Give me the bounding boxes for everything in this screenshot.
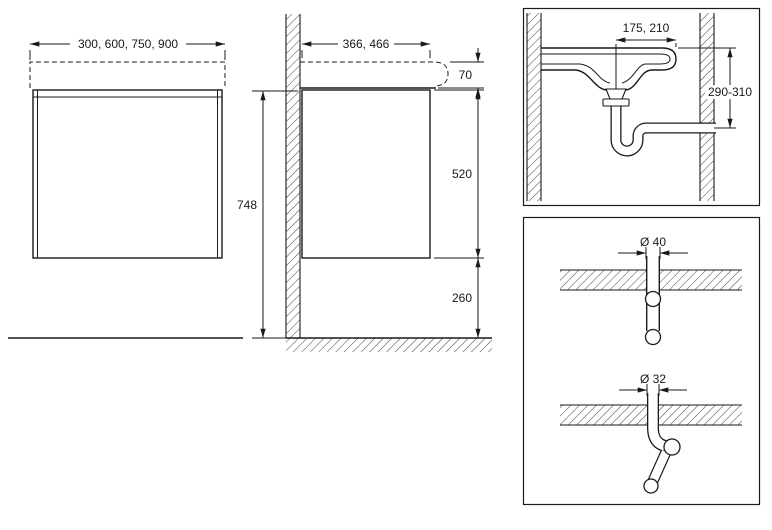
angled-outlet-segment-fill: [649, 450, 670, 483]
cabinet-height-label: 520: [452, 167, 472, 181]
outlet-height-label: 290-310: [708, 85, 752, 99]
angled-pipe-diameter-label: Ø 32: [640, 372, 666, 386]
washbasin-profile: [541, 47, 677, 91]
angled-drain-pipe-fill: [648, 393, 667, 451]
washbasin-side-dashed-profile: [300, 61, 449, 87]
front-width-dimension-label: 300, 600, 750, 900: [78, 37, 178, 51]
washbasin-inner-line: [541, 63, 611, 84]
drain-flange: [605, 88, 627, 100]
trap-detail-panel: 175, 210 290-310: [522, 7, 761, 207]
washbasin-inner-line: [541, 53, 671, 84]
wall-hatch: [286, 14, 300, 338]
dimension-label-bg: [338, 37, 394, 50]
cabinet-side-outline: [301, 89, 431, 259]
dimension-label-bg: [70, 37, 186, 50]
siphon-pipe-fill: [611, 106, 716, 156]
dimension-label-bg: [705, 85, 755, 99]
drain-offset-label: 175, 210: [623, 21, 670, 35]
wall-hatch: [700, 13, 714, 201]
floor-hatch: [286, 338, 492, 352]
side-view: 366, 466 70 520 260 748: [237, 14, 492, 352]
front-view: 300, 600, 750, 900: [8, 37, 243, 339]
pipe-ball-joint: [663, 438, 681, 456]
pipe-coupling-joint: [644, 290, 662, 308]
depth-dimension-label: 366, 466: [343, 37, 390, 51]
detail-panel-border: [522, 7, 761, 207]
outlet-detail-panel: Ø 40 Ø 32: [522, 216, 761, 506]
detail-panel-border: [522, 216, 761, 506]
pipe-end-joint: [644, 328, 662, 346]
basin-thickness-label: 70: [459, 68, 473, 82]
straight-pipe-diameter-label: Ø 40: [640, 235, 666, 249]
washbasin-dashed-outline: [29, 61, 226, 88]
washbasin-profile: [541, 69, 607, 91]
floor-clearance-label: 260: [452, 291, 472, 305]
cabinet-front-outline: [32, 89, 223, 259]
total-height-label: 748: [237, 198, 257, 212]
wall-hatch: [527, 13, 541, 201]
trap-union-nut: [602, 98, 630, 107]
pipe-end-joint: [643, 478, 659, 494]
